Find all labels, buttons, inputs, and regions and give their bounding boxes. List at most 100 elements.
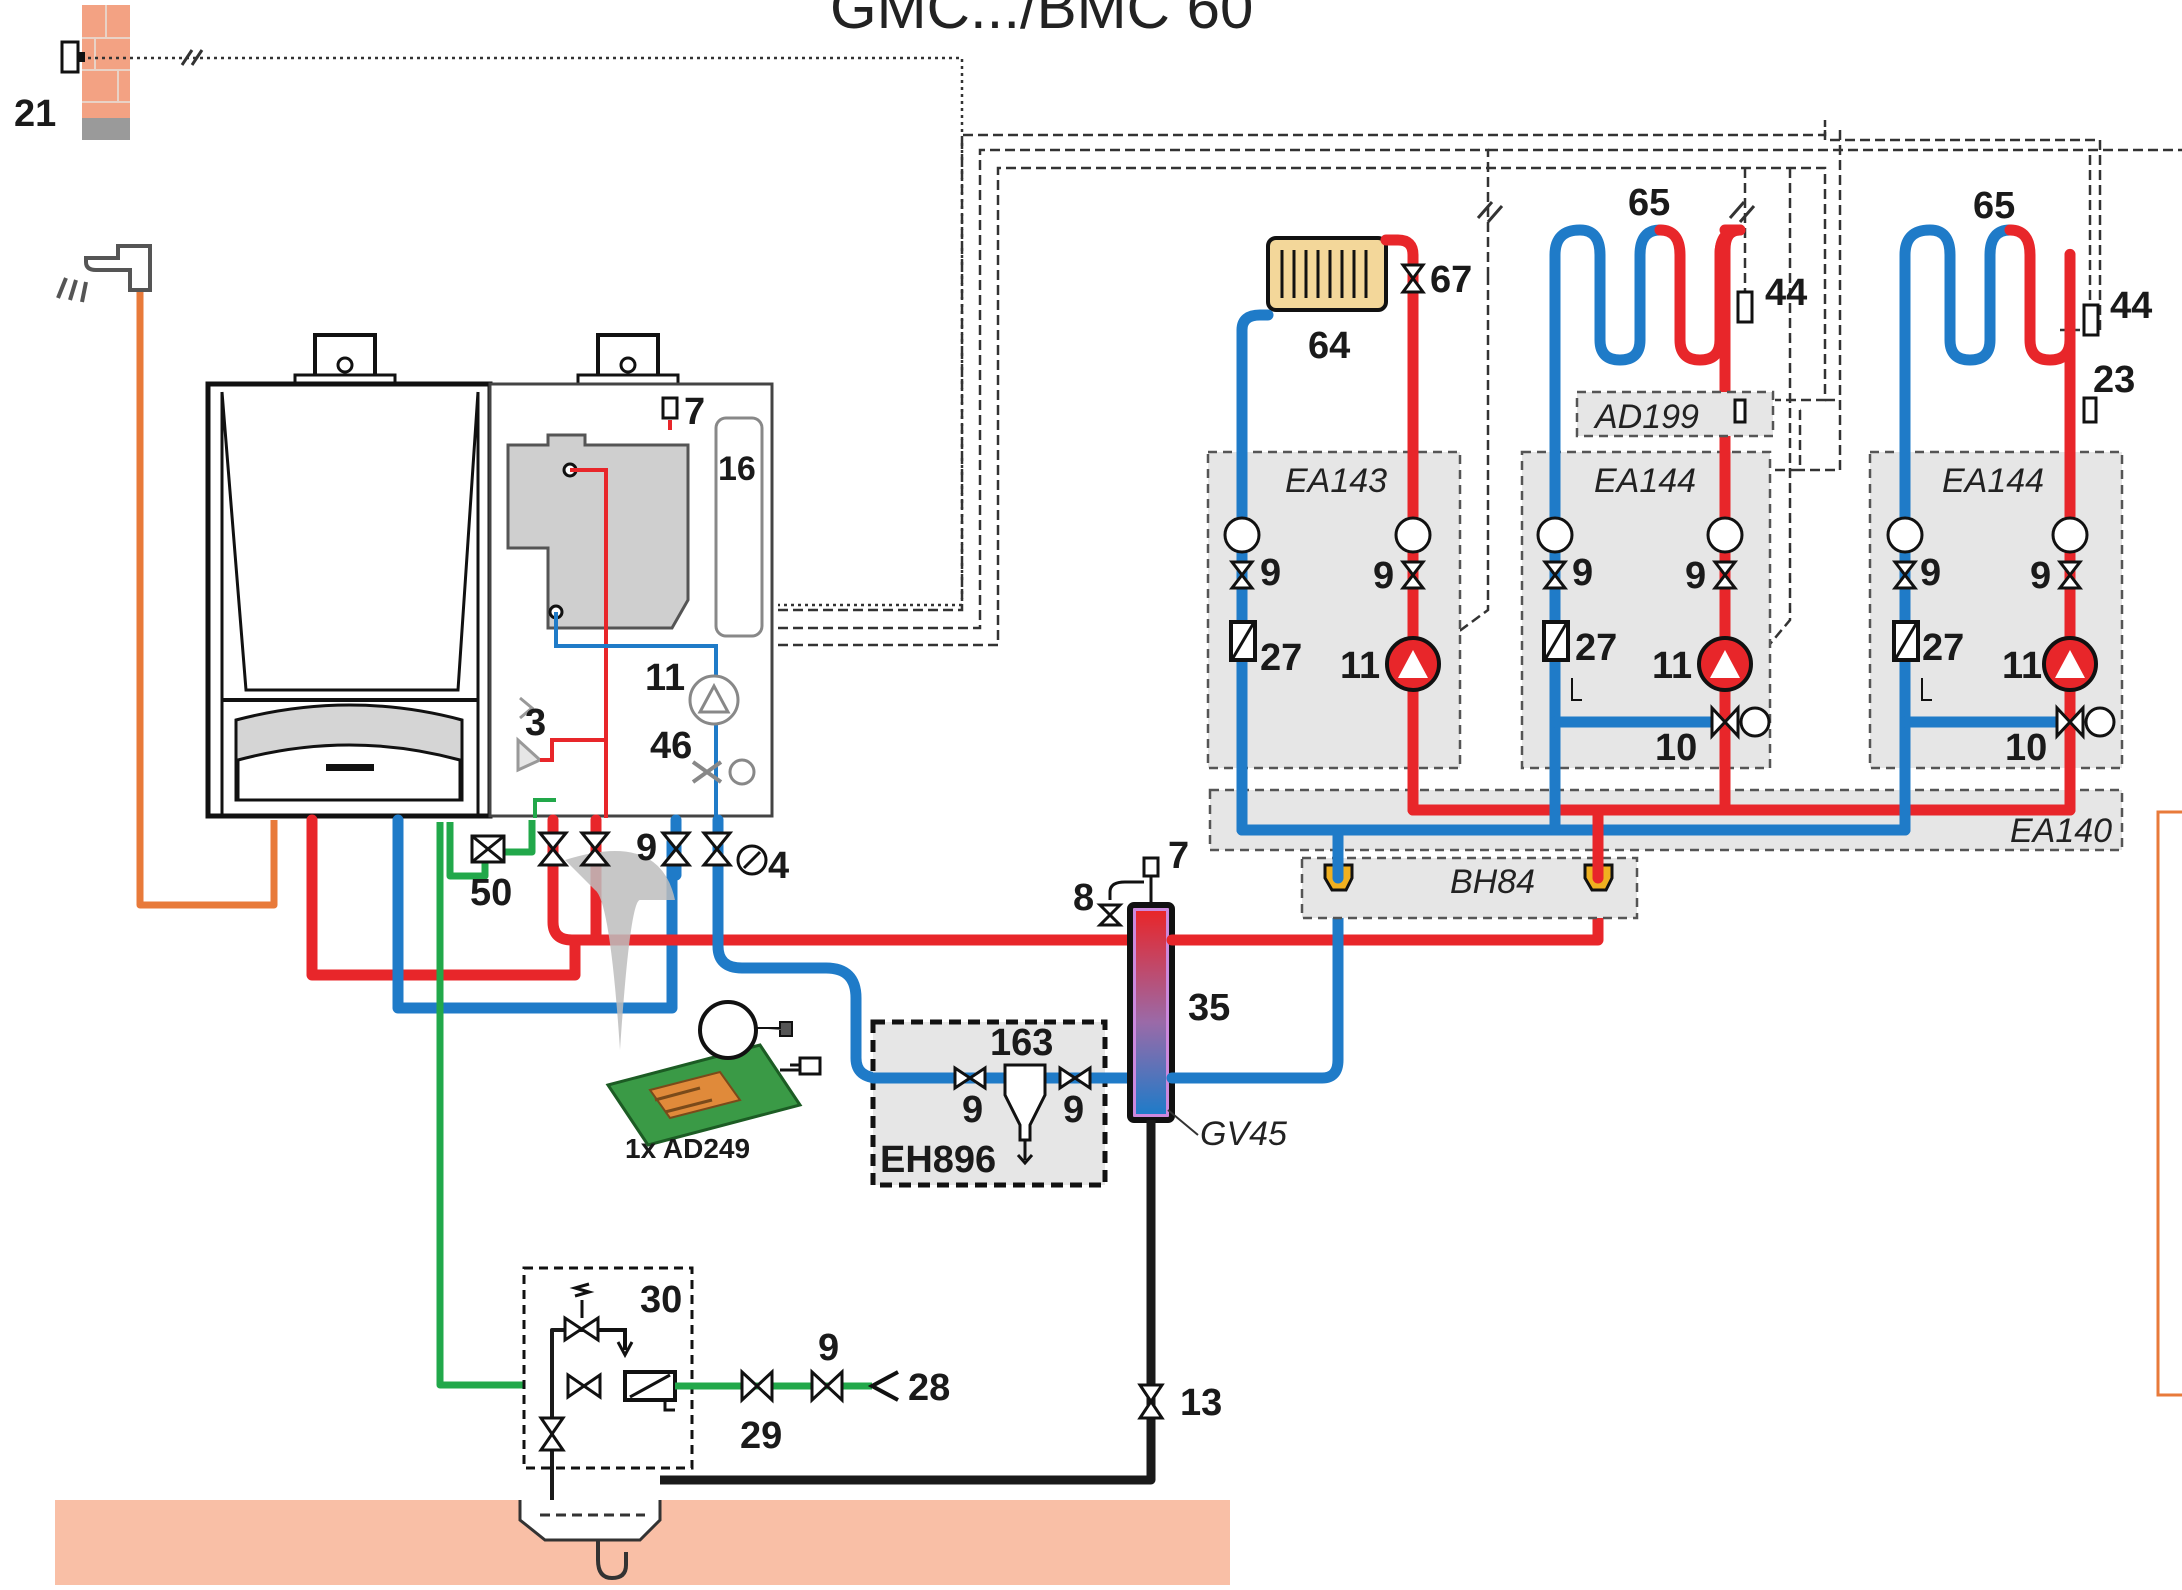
label-11-boiler: 11 — [645, 657, 685, 699]
wire-c3-2 — [1823, 130, 2102, 332]
label-23: 23 — [2093, 359, 2135, 401]
valve-67-icon — [1400, 263, 1426, 294]
gauge-needle — [742, 850, 762, 870]
c2-thermo-right-icon — [1706, 516, 1744, 554]
wire-bus-3 — [778, 166, 1827, 647]
label-44-2: 44 — [2110, 285, 2152, 327]
pipe-flow-main — [547, 814, 1144, 946]
safety-line — [540, 738, 606, 762]
label-4: 4 — [768, 845, 789, 887]
upgrade-arrow — [565, 851, 675, 1050]
label-c3-9b: 9 — [2030, 555, 2051, 597]
c3-valve-9b-icon — [2056, 560, 2084, 590]
pipe-filling — [446, 820, 536, 880]
valve-isolation-icon — [566, 1372, 602, 1400]
label-9-supply: 9 — [818, 1327, 839, 1369]
c3-pump-arrow — [2055, 650, 2085, 678]
label-44-1: 44 — [1765, 272, 1807, 314]
c2-mixing-valve-10-icon — [1710, 704, 1740, 740]
label-3: 3 — [525, 702, 546, 744]
ad249-board-icon — [605, 1000, 822, 1147]
c2-bypass-mark — [1571, 678, 1582, 701]
valve-return-1-icon — [659, 831, 693, 867]
group30-arrow — [616, 1341, 634, 1359]
c2-pump-arrow — [1710, 650, 1740, 678]
boiler-valves — [470, 831, 768, 876]
pipe-heating-return-left — [392, 814, 678, 1014]
c3-thermostat-44-icon — [2082, 303, 2100, 337]
label-gv45: GV45 — [1200, 1115, 1287, 1153]
label-c2-27: 27 — [1575, 627, 1617, 669]
pipe-sep-return-in — [1166, 869, 1344, 1084]
group30-out — [598, 1328, 627, 1350]
valve-30-icon — [563, 1315, 600, 1343]
label-c1-27: 27 — [1260, 637, 1302, 679]
label-c2-9b: 9 — [1685, 555, 1706, 597]
label-8: 8 — [1073, 877, 1094, 919]
label-c3-10: 10 — [2005, 727, 2047, 769]
wire-bus-2 — [778, 148, 1490, 630]
wire-break-c1 — [1476, 201, 1504, 223]
wire-c2-pump — [1764, 168, 1792, 651]
label-c3-9a: 9 — [1920, 552, 1941, 594]
label-c2-11: 11 — [1652, 645, 1692, 687]
diverter-valve-icon — [691, 760, 723, 784]
label-ea144-2: EA144 — [1942, 462, 2044, 500]
control-fascia — [236, 743, 462, 802]
diverter-actuator — [728, 758, 756, 786]
safety-spring — [519, 696, 535, 720]
c1-valve-9b-icon — [1399, 560, 1427, 590]
label-163: 163 — [990, 1022, 1053, 1064]
label-c3-27: 27 — [1922, 627, 1964, 669]
label-ea140: EA140 — [2010, 812, 2112, 850]
outdoor-sensor-mount — [77, 52, 85, 62]
label-ea143: EA143 — [1285, 462, 1387, 500]
shower-icon — [56, 244, 152, 303]
adjacent-tank-outline — [2156, 810, 2182, 1397]
wire-break-c2 — [1728, 201, 1756, 223]
disconnector-mark — [629, 1373, 675, 1412]
c1-thermo-right-icon — [1394, 516, 1432, 554]
flue-left-cap — [336, 356, 354, 374]
label-c2-10: 10 — [1655, 727, 1697, 769]
label-35: 35 — [1188, 987, 1230, 1029]
wire-bus-1 — [778, 120, 1827, 612]
label-67: 67 — [1430, 259, 1472, 301]
c3-thermo-right-icon — [2051, 516, 2089, 554]
fill-line — [533, 798, 556, 818]
label-28: 28 — [908, 1367, 950, 1409]
diagram-title: GMC.../BMC 60 — [830, 0, 1253, 41]
label-c3-11: 11 — [2002, 645, 2042, 687]
dhw-pipe — [136, 292, 278, 909]
pipe-drain — [660, 1120, 1156, 1485]
label-ad249: 1x AD249 — [625, 1133, 750, 1164]
valve-30-spring — [569, 1282, 595, 1318]
c3-sensor-23-icon — [2082, 396, 2098, 424]
ad199-sensor-icon — [1733, 398, 1747, 424]
label-21: 21 — [14, 93, 56, 135]
drain-funnel — [518, 1500, 662, 1542]
filter-drain — [1016, 1140, 1034, 1166]
c3-bypass-mark — [1921, 678, 1932, 701]
label-13: 13 — [1180, 1382, 1222, 1424]
separator-fill — [1136, 911, 1166, 1114]
wire-break-mark — [180, 49, 204, 66]
c1-flow — [1380, 234, 1419, 816]
display-slot — [326, 764, 374, 771]
c3-coil-flow — [2004, 224, 2076, 816]
valve-50-cross — [471, 834, 505, 864]
c3-valve-9a-icon — [1891, 560, 1919, 590]
group-ea140 — [1208, 788, 2124, 852]
pipe-cold-water — [436, 822, 542, 1389]
label-c1-11: 11 — [1340, 645, 1380, 687]
label-eh-9a: 9 — [962, 1089, 983, 1131]
label-c1-9a: 9 — [1260, 552, 1281, 594]
valve-29-icon — [740, 1368, 774, 1404]
c1-check-slash — [1231, 623, 1255, 659]
label-7-boiler: 7 — [684, 391, 705, 433]
c3-mixing-valve-10-icon — [2055, 704, 2085, 740]
wire-c3-1 — [1800, 130, 1842, 472]
group30-lower-valve-icon — [538, 1416, 566, 1452]
